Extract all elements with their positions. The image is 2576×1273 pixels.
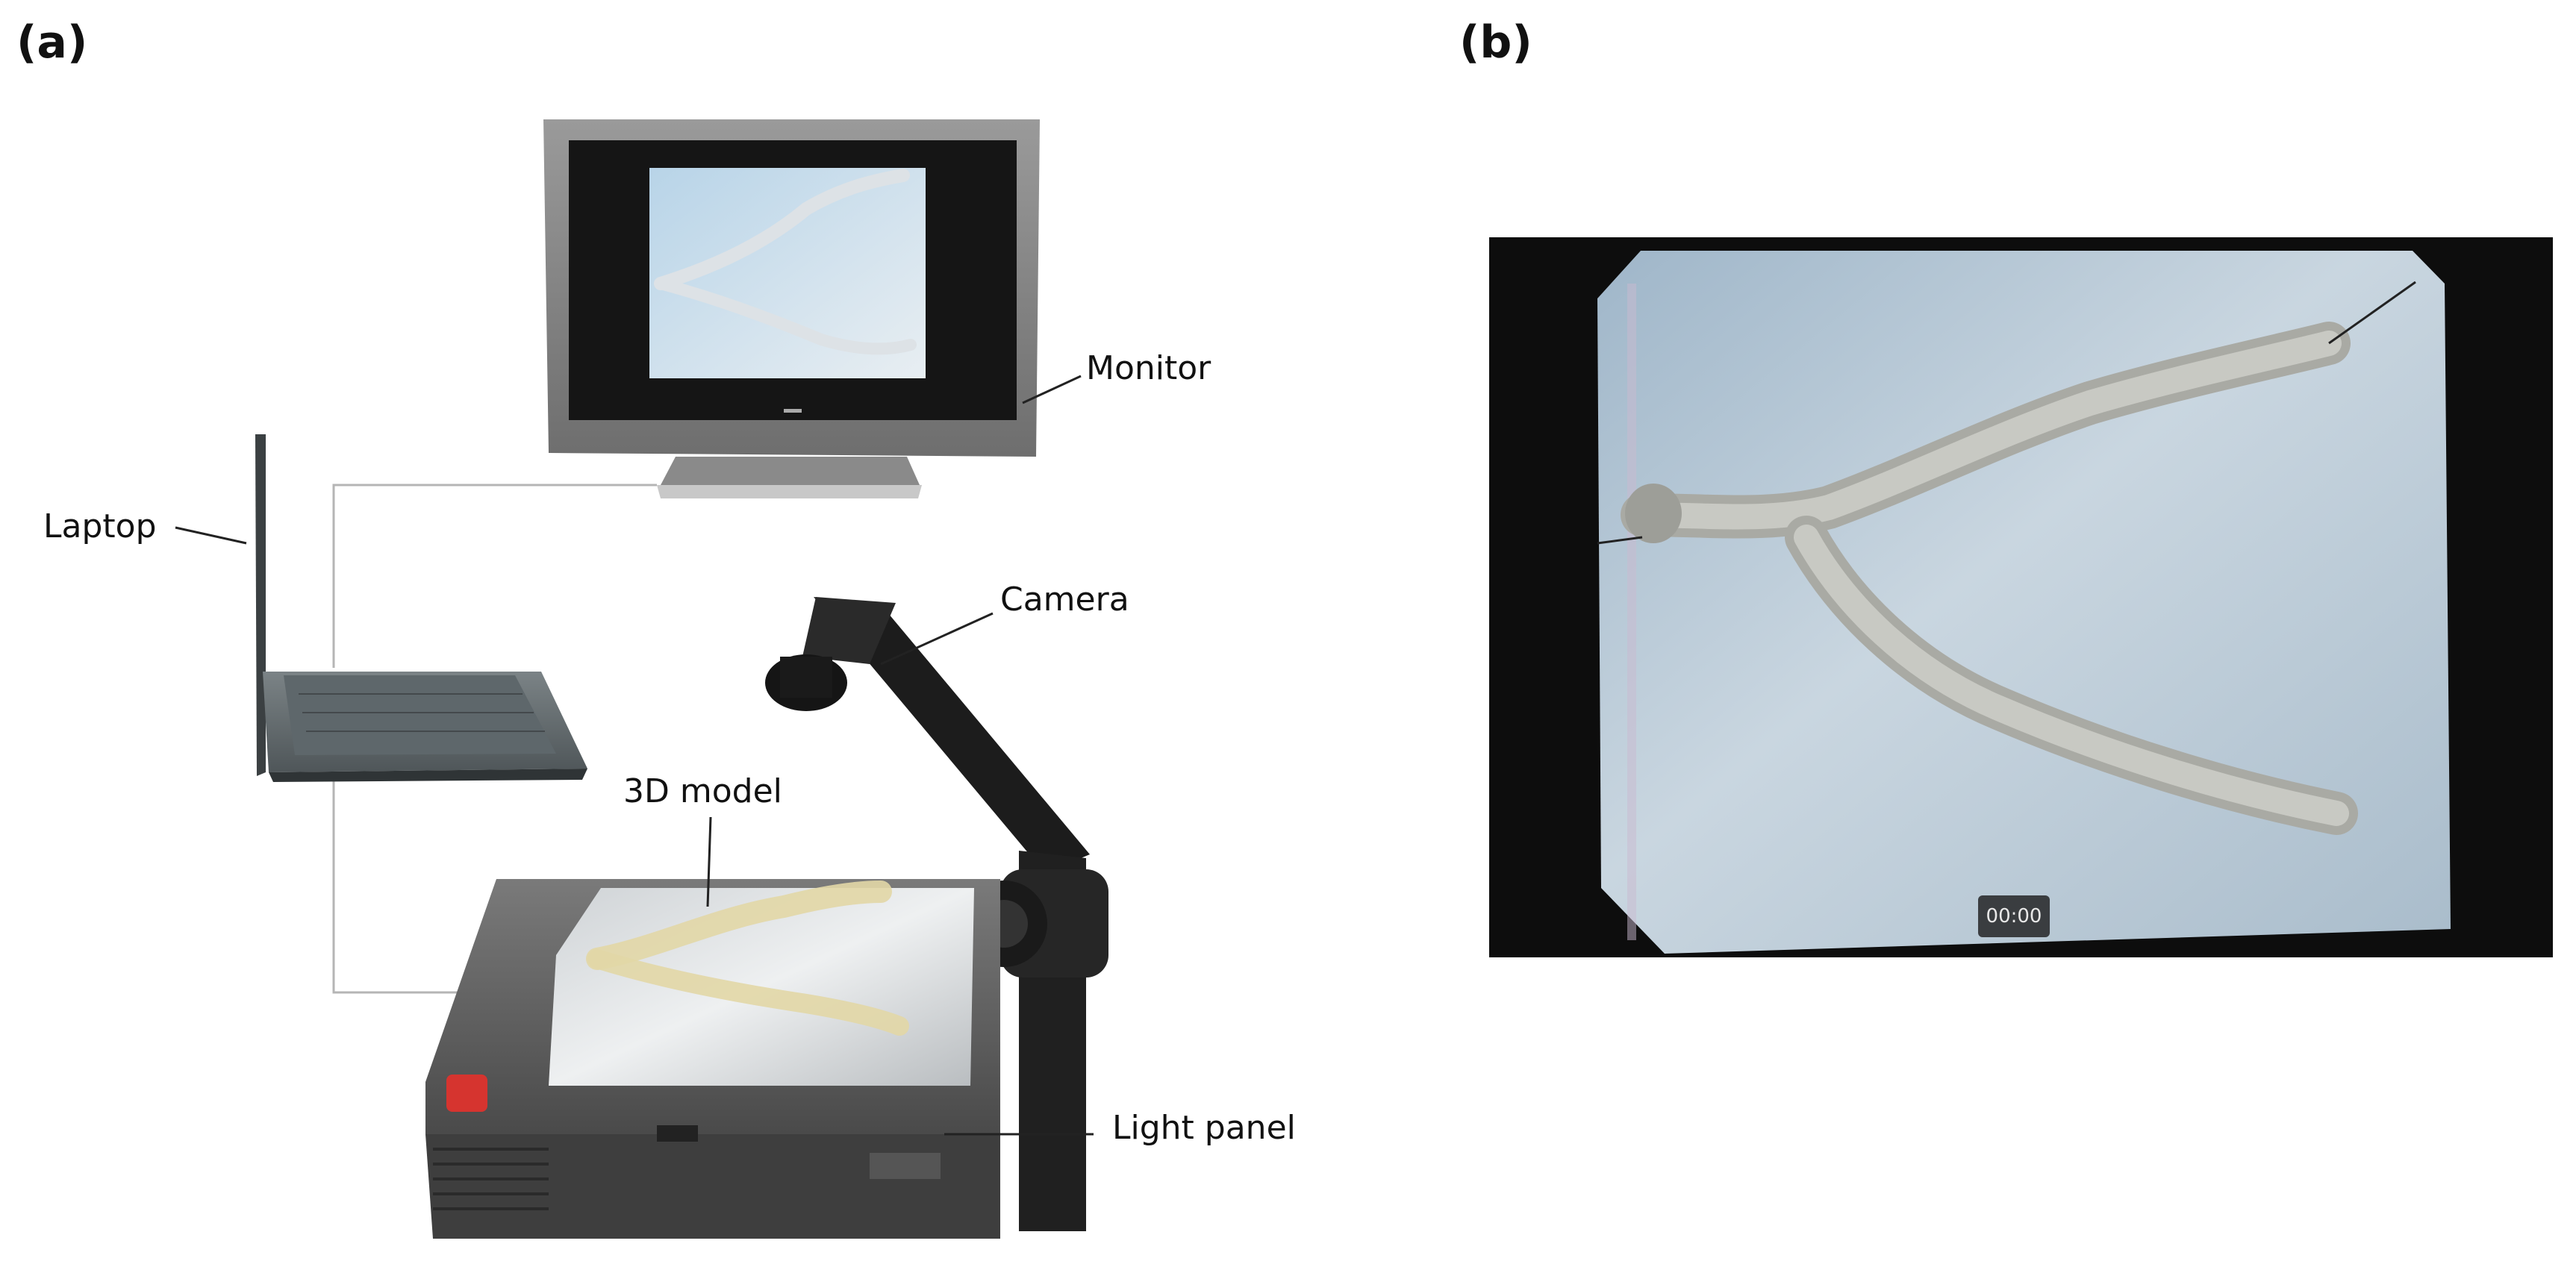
laptop-device [255, 434, 587, 782]
camera-arm [765, 597, 1108, 1231]
panel-a-letter: (a) [16, 16, 88, 69]
laptop-label: Laptop [43, 507, 157, 545]
label-leaders [175, 375, 1094, 1136]
panel-b-letter: (b) [1459, 16, 1532, 69]
video-timestamp: 00:00 [1986, 905, 2042, 928]
camera-label: Camera [1000, 581, 1129, 619]
light-panel-device [425, 879, 1000, 1239]
model-label: 3D model [623, 772, 782, 810]
camera-view-photo [1489, 237, 2553, 957]
connection-cables [332, 484, 657, 994]
light-panel-label: Light panel [1112, 1109, 1296, 1147]
monitor-device [543, 119, 1040, 498]
video-timestamp-badge: 00:00 [1978, 895, 2050, 937]
monitor-label: Monitor [1086, 349, 1211, 387]
